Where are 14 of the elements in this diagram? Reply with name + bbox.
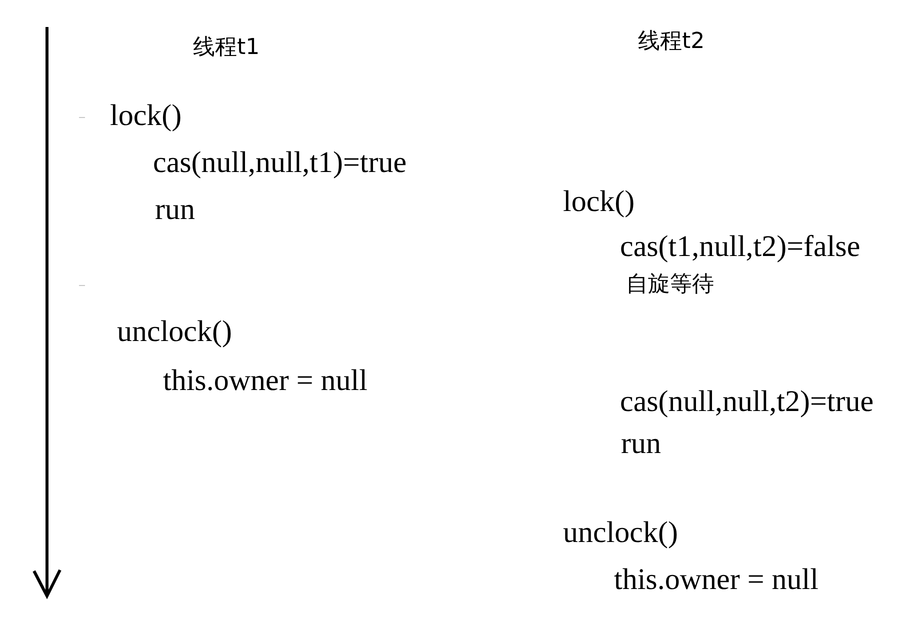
code-text: this.owner = null (163, 366, 368, 396)
code-text: unclock() (117, 317, 232, 347)
code-text: unclock() (563, 518, 678, 548)
code-text: run (621, 429, 661, 459)
code-text: lock() (110, 101, 182, 131)
code-text: run (155, 195, 195, 225)
code-text: cas(null,null,t2)=true (620, 387, 874, 417)
code-text: lock() (563, 187, 635, 217)
thread-heading: 线程t2 (638, 30, 705, 54)
thread-heading: 线程t1 (193, 36, 260, 60)
code-text: cas(t1,null,t2)=false (620, 232, 860, 262)
note-text: 自旋等待 (626, 273, 714, 297)
code-text: cas(null,null,t1)=true (153, 148, 407, 178)
code-text: this.owner = null (614, 565, 818, 595)
